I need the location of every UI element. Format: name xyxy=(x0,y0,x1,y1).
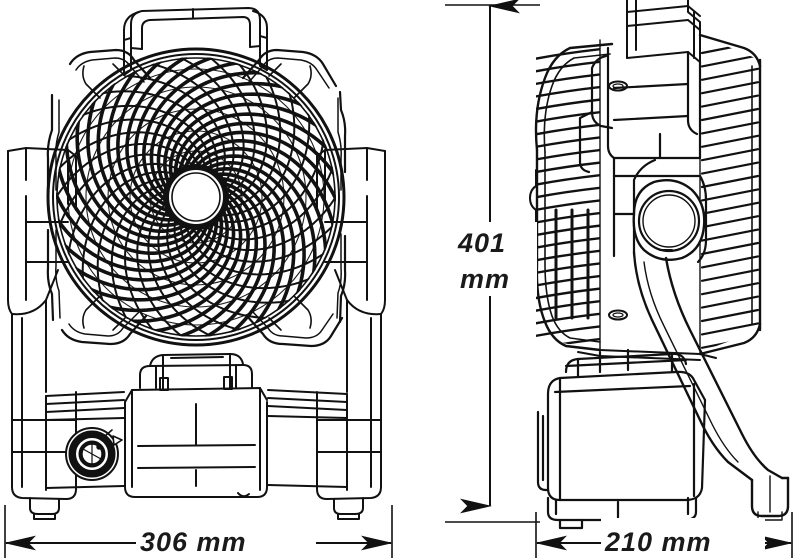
left-support-leg xyxy=(7,147,77,520)
carry-handle xyxy=(123,7,268,76)
lower-arm-inner xyxy=(643,261,783,521)
pivot-boss xyxy=(608,80,706,321)
lower-arm xyxy=(632,250,790,518)
height-label-mask xyxy=(455,222,537,296)
corner-tabs xyxy=(82,63,312,331)
battery-pack xyxy=(124,353,268,498)
side-view xyxy=(529,0,790,530)
depth-label-mask xyxy=(601,518,765,558)
right-support-leg xyxy=(316,147,386,520)
dimension-depth-label: 210 mm xyxy=(604,527,712,557)
side-body-inner xyxy=(543,53,753,343)
rear-louvers xyxy=(536,47,600,350)
fan-grille xyxy=(56,57,336,337)
fan-housing-shell xyxy=(46,48,347,348)
dimension-height-label-line1: 401 xyxy=(457,228,506,258)
battery-pack xyxy=(536,348,707,530)
fan-base-body xyxy=(45,389,348,491)
dimension-width-label: 306 mm xyxy=(140,527,247,557)
rear-louvers-right xyxy=(700,40,760,349)
dimension-labels: 401 mm 306 mm 210 mm xyxy=(136,222,765,558)
fan-hub xyxy=(163,164,229,230)
front-view xyxy=(7,7,386,520)
width-label-mask xyxy=(136,518,316,558)
control-knob[interactable] xyxy=(65,427,123,481)
side-lower-shelf xyxy=(565,345,717,361)
dimension-height-label-line2: mm xyxy=(460,264,510,294)
side-body-outline xyxy=(534,33,762,356)
